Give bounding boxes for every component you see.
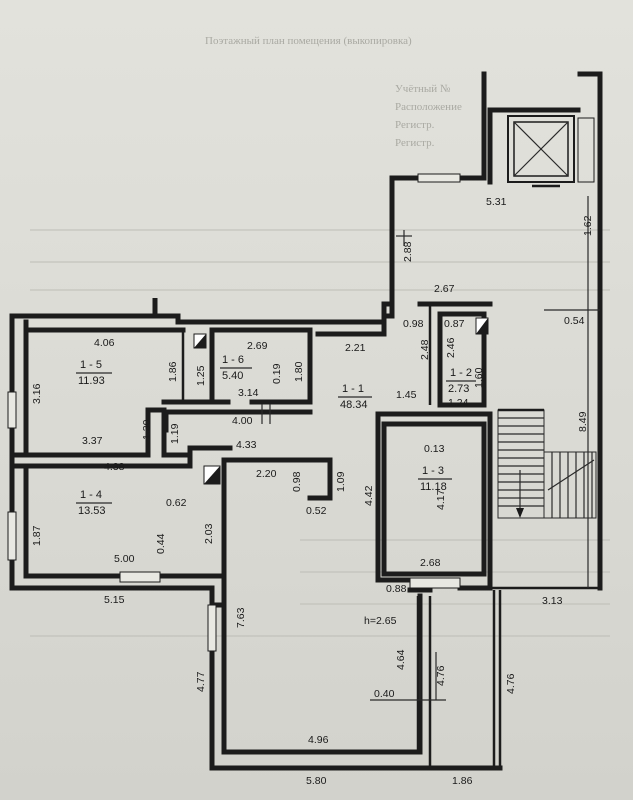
dimension-label: 4.77 (195, 671, 207, 692)
dimension-label: 4.06 (94, 337, 115, 349)
dimension-label: 2.20 (256, 468, 277, 480)
room-area: 13.53 (78, 505, 106, 517)
dimension-label: 2.46 (445, 337, 457, 358)
dimension-label: 5.00 (114, 553, 135, 565)
dimension-label: 8.49 (577, 411, 589, 432)
vent-shafts (193, 317, 489, 485)
dimension-label: 2.88 (402, 241, 414, 262)
room-id: 1 - 5 (80, 359, 102, 371)
dimension-label: 2.03 (203, 523, 215, 544)
dimension-label: 4.64 (395, 649, 407, 670)
dimension-label: 1.45 (396, 389, 417, 401)
dimension-label: 1.09 (335, 471, 347, 492)
dimension-label: 4.42 (363, 485, 375, 506)
dimension-label: 0.98 (291, 471, 303, 492)
room-area: 11.93 (78, 375, 105, 387)
room-area: 11.18 (420, 481, 447, 493)
door-ticks (261, 230, 600, 701)
staircase (497, 196, 597, 588)
dimension-label: 4.96 (308, 734, 329, 746)
dimension-label: 3.13 (542, 595, 563, 607)
room-labels: 1 - 5 11.93 1 - 6 5.40 1 - 1 48.34 1 - 2… (76, 354, 476, 517)
room-id: 1 - 2 (450, 367, 472, 379)
dimension-label: 1.86 (452, 775, 473, 787)
room-area: 48.34 (340, 399, 368, 411)
background-line: Регистр. (395, 137, 435, 149)
dimension-label: 1.86 (167, 361, 179, 382)
dimension-label: 0.54 (564, 315, 585, 327)
dimension-label: 1.80 (293, 361, 305, 382)
dimension-label: 3.37 (82, 435, 103, 447)
dimension-label: 1.25 (195, 365, 207, 386)
background-line: Учётный № (395, 83, 451, 95)
dimension-label: 4.76 (435, 665, 447, 686)
dimension-label: 4.76 (505, 673, 517, 694)
room-area: 5.40 (222, 370, 243, 382)
windows (7, 173, 461, 652)
dimension-label: 0.44 (155, 533, 167, 554)
room-id: 1 - 4 (80, 489, 102, 501)
dimension-label: 0.19 (271, 363, 283, 384)
dimension-label: 2.68 (420, 557, 441, 569)
background-line: Регистр. (395, 119, 435, 131)
dimension-label: 5.80 (306, 775, 327, 787)
room-id: 1 - 3 (422, 465, 444, 477)
background-heading: Поэтажный план помещения (выкопировка) (205, 35, 412, 47)
dimension-label: 1.30 (141, 419, 153, 440)
dimension-label: 1.62 (582, 215, 594, 236)
dimension-label: 1.24 (448, 397, 469, 409)
dimension-label: 3.14 (238, 387, 259, 399)
dimension-label: 5.31 (486, 196, 507, 208)
dimension-label: 0.52 (306, 505, 327, 517)
room-id: 1 - 1 (342, 383, 364, 395)
dimension-label: 4.17 (435, 489, 447, 510)
dimension-label: 0.62 (166, 497, 187, 509)
dimension-label: 0.87 (444, 318, 465, 330)
dimension-label: 7.63 (235, 607, 247, 628)
dimension-label: 2.21 (345, 342, 366, 354)
room-area: 2.73 (448, 383, 469, 395)
dimension-label: 1.19 (169, 423, 181, 444)
dimension-label: 5.15 (104, 594, 125, 606)
dimension-label: 0.98 (403, 318, 424, 330)
dimension-label: 1.87 (31, 525, 43, 546)
walls (9, 71, 603, 771)
background-line: Расположение (395, 101, 462, 113)
dimension-label: 3.16 (31, 383, 43, 404)
dimension-label: 0.88 (386, 583, 407, 595)
room-id: 1 - 6 (222, 354, 244, 366)
ceiling-height-note: h=2.65 (364, 615, 397, 627)
dimension-label: 4.38 (104, 461, 125, 473)
dimension-label: 2.48 (419, 339, 431, 360)
dimension-label: 4.33 (236, 439, 257, 451)
dimension-labels: 5.31 1.62 2.88 2.67 0.54 0.98 0.87 2.46 … (31, 196, 594, 787)
dimension-label: 1.60 (473, 367, 485, 388)
dimension-label: 2.69 (247, 340, 268, 352)
dimension-label: 2.67 (434, 283, 455, 295)
dimension-label: 4.00 (232, 415, 253, 427)
elevator-shaft (487, 107, 595, 188)
dimension-label: 0.13 (424, 443, 445, 455)
dimension-label: 0.40 (374, 688, 395, 700)
